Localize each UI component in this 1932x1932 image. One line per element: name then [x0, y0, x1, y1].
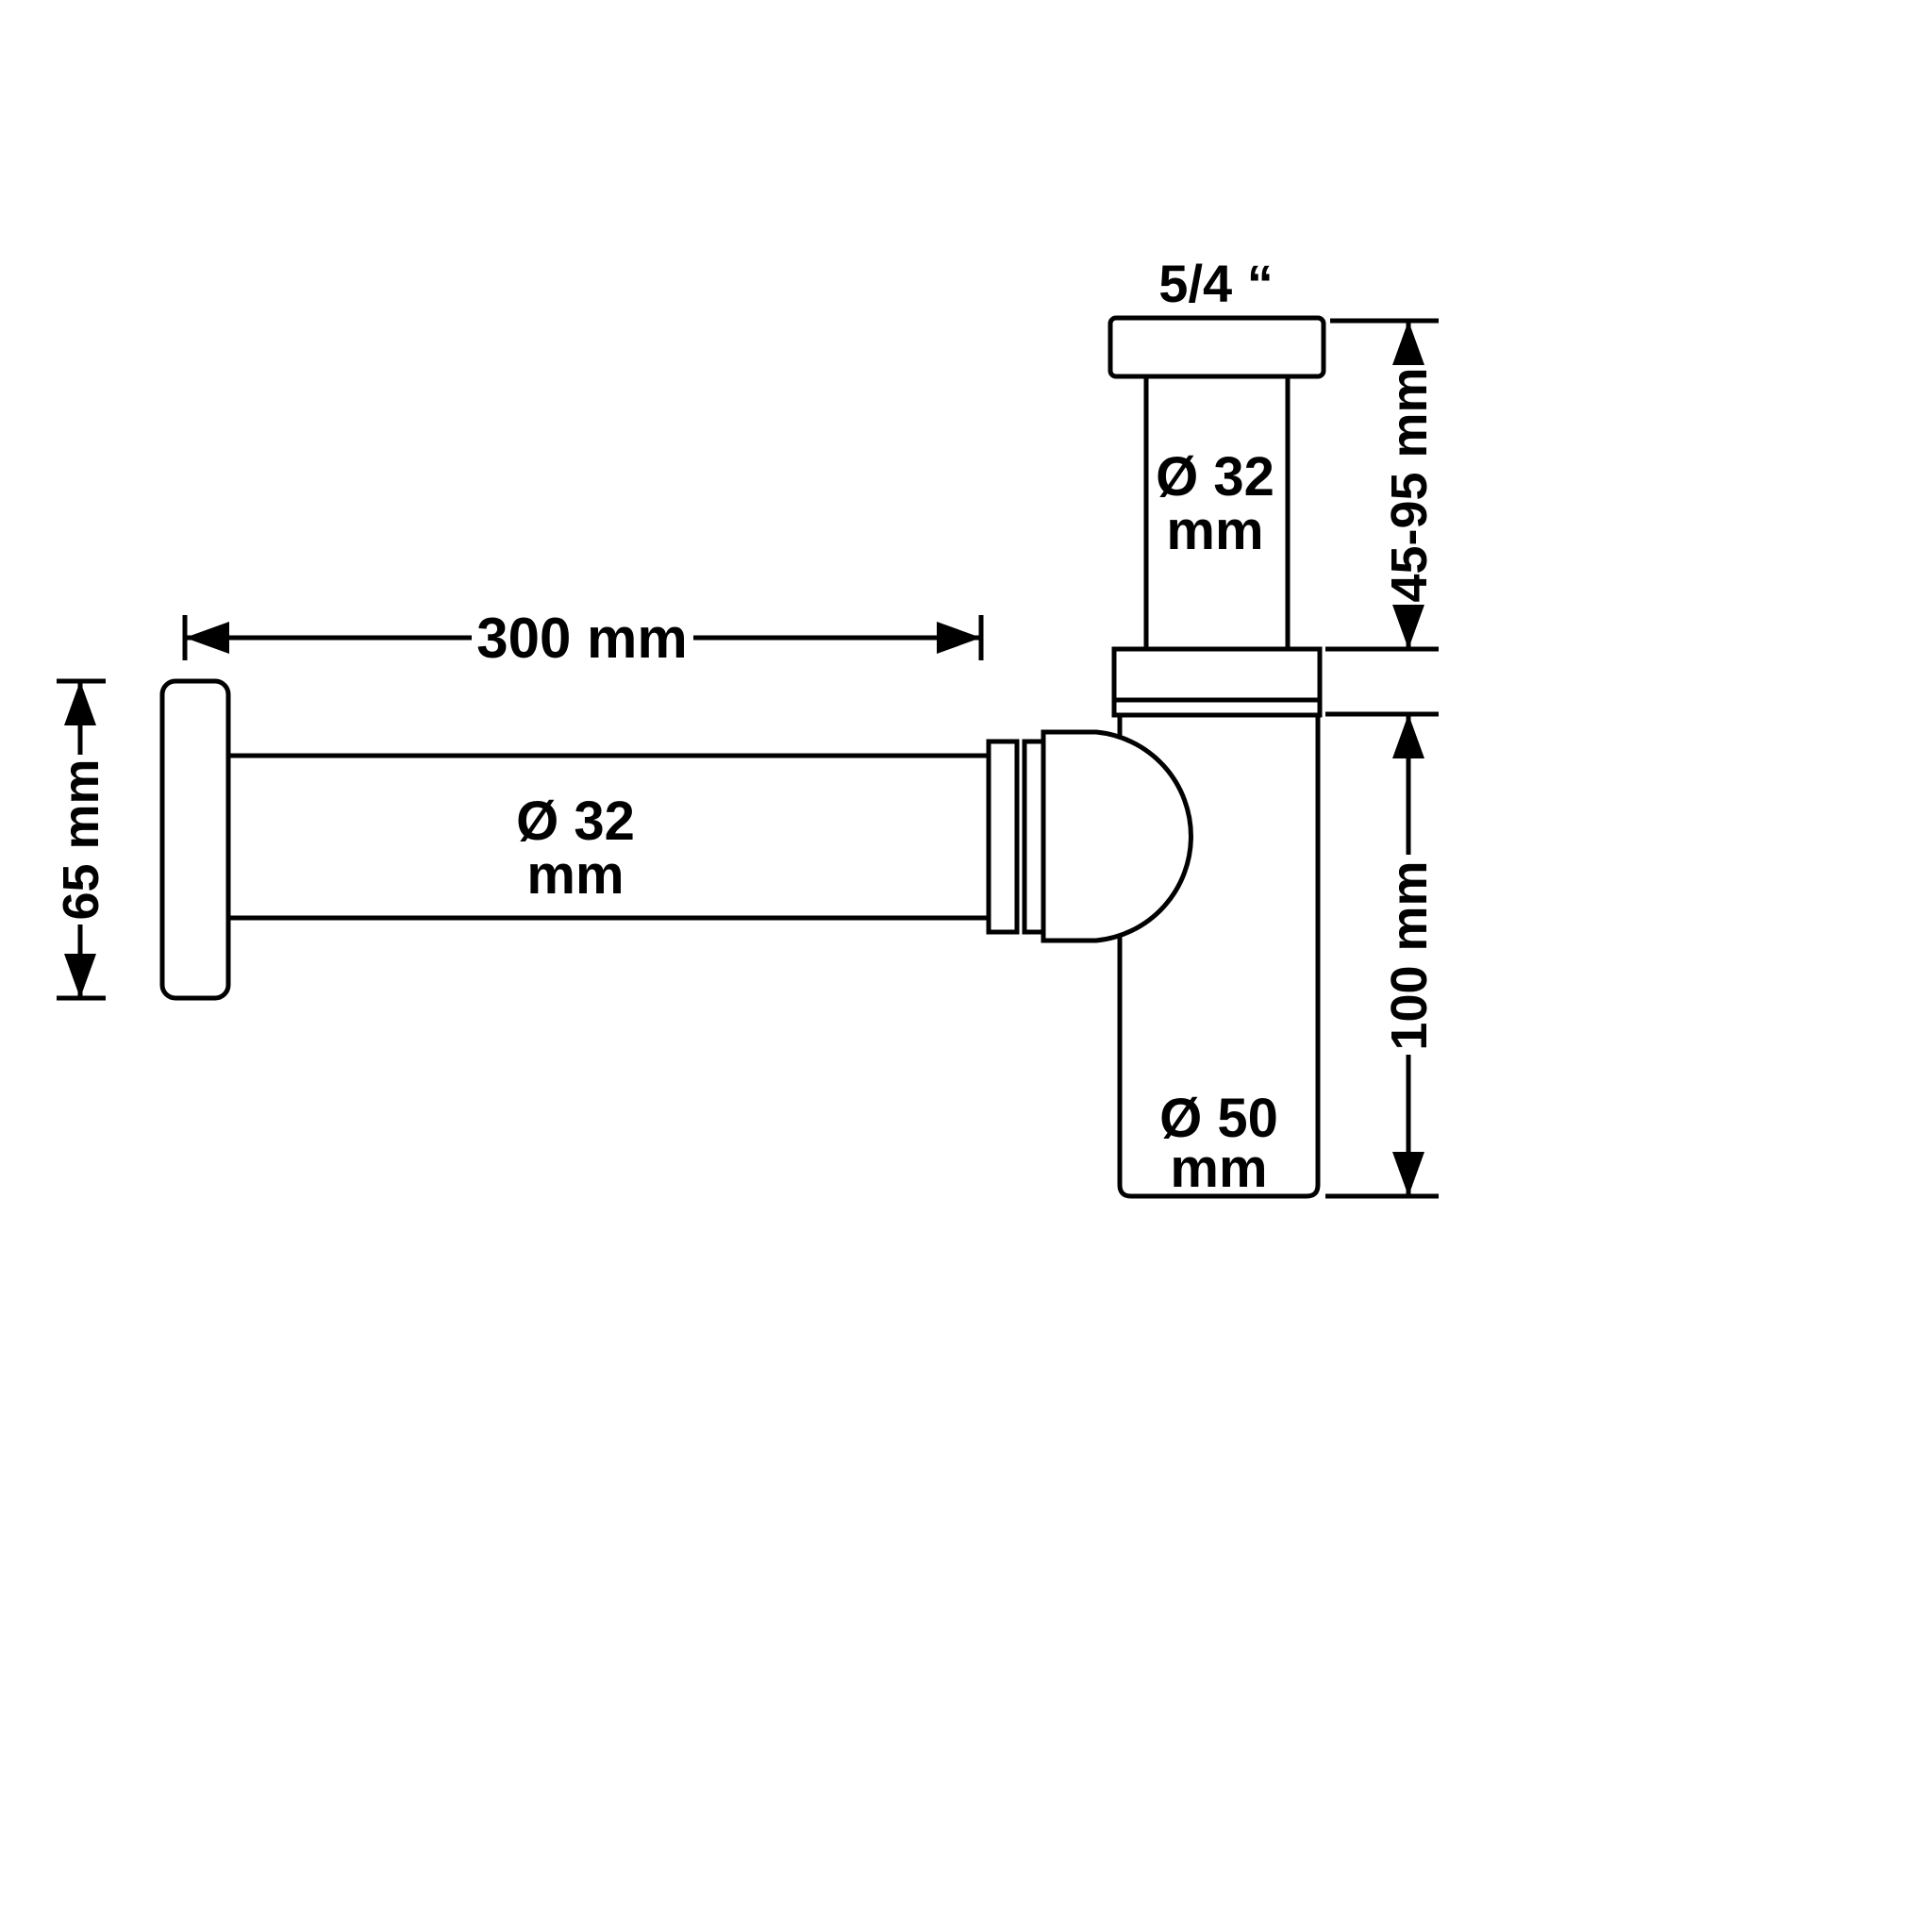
dim-100-label: 100 mm	[1381, 860, 1438, 1050]
dim-4595-label: 45-95 mm	[1381, 367, 1438, 602]
compression-ring-outer	[986, 739, 1020, 935]
thread-size-label: 5/4 “	[1158, 254, 1273, 313]
body-diameter-label: Ø 50	[1159, 1088, 1278, 1149]
dim-100-label-mask	[1383, 855, 1434, 1055]
compression-ring-inner	[1022, 739, 1046, 935]
dim-65-label: 65 mm	[53, 758, 109, 920]
body-diameter-unit-label: mm	[1170, 1138, 1267, 1199]
outlet-elbow	[1041, 729, 1193, 943]
wall-flange	[159, 678, 231, 1001]
inlet-diameter-unit-label: mm	[1166, 500, 1263, 561]
dim-300-label: 300 mm	[476, 607, 687, 670]
dim-300-arrow-left-icon	[185, 622, 229, 654]
dim-4595-arrow-down-icon	[1392, 605, 1424, 649]
dim-100-arrow-up-icon	[1392, 714, 1424, 758]
dim-300-arrow-right-icon	[937, 622, 981, 654]
inlet-diameter-label: Ø 32	[1156, 446, 1274, 508]
dim-65-arrow-down-icon	[64, 954, 96, 998]
dim-100-arrow-down-icon	[1392, 1152, 1424, 1196]
dim-65-arrow-up-icon	[64, 681, 96, 725]
dim-65-label-mask	[55, 755, 104, 924]
dim-4595-label-mask	[1383, 362, 1434, 606]
collar-nut	[1111, 646, 1323, 718]
inlet-thread-cap	[1108, 315, 1326, 379]
dim-4595-arrow-up-icon	[1392, 321, 1424, 365]
wall-tube-diameter-unit-label: mm	[526, 844, 624, 906]
dim-300-label-mask	[472, 609, 693, 666]
wall-tube-diameter-label: Ø 32	[516, 791, 635, 852]
inlet-pipe	[1143, 374, 1291, 652]
